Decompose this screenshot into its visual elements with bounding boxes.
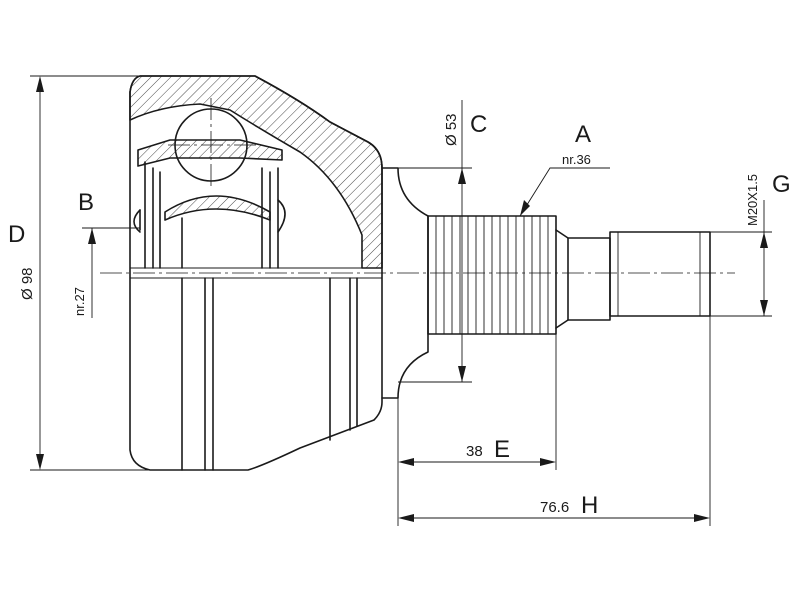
dim-c-letter: C: [470, 111, 487, 138]
dimension-a: A nr.36: [519, 121, 610, 217]
dim-b-letter: B: [78, 189, 94, 216]
inner-race-hatch: [137, 139, 283, 167]
dim-h-letter: H: [581, 492, 598, 519]
dimension-e: 38 E: [397, 334, 557, 526]
shaft: [381, 167, 711, 399]
dim-b-value: nr.27: [72, 287, 87, 316]
dimension-b: B nr.27: [72, 189, 140, 318]
joint-housing: [129, 75, 383, 471]
dim-g-letter: G: [772, 171, 791, 198]
dim-h-value: 76.6: [540, 499, 569, 516]
inner-hub-hatch: [164, 195, 271, 221]
dim-g-value: M20X1.5: [745, 174, 760, 226]
dimension-g: G M20X1.5: [710, 171, 791, 317]
dim-a-value: nr.36: [562, 152, 591, 167]
dim-a-letter: A: [575, 121, 591, 148]
dim-e-letter: E: [494, 436, 510, 463]
dim-d-letter: D: [8, 221, 25, 248]
dim-c-value: Ø 53: [443, 113, 460, 146]
housing-section-hatch: [129, 75, 383, 269]
dimension-d: D Ø 98: [8, 75, 150, 471]
dim-d-value: Ø 98: [19, 267, 36, 300]
dim-e-value: 38: [466, 443, 483, 460]
dimension-c: C Ø 53: [398, 100, 487, 383]
thread-section: [609, 231, 711, 317]
dimension-h: 76.6 H: [398, 316, 711, 526]
